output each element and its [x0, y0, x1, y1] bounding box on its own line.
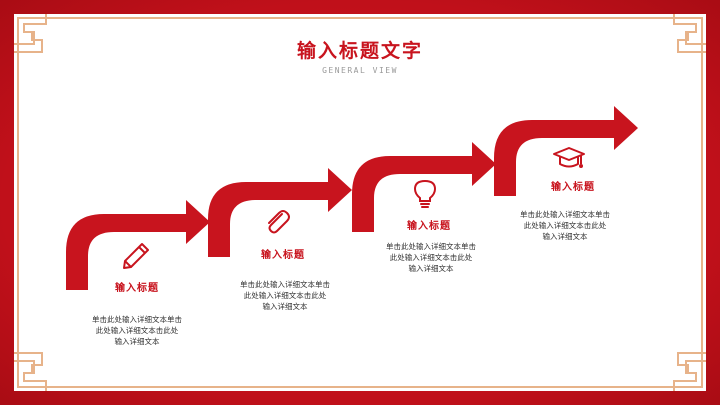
- pencil-icon: [123, 243, 149, 269]
- step-2-description: 单击此处输入详细文本单击 此处输入详细文本击此处 输入详细文本: [220, 279, 350, 312]
- corner-ornament-bottom-right: [673, 360, 706, 391]
- corner-ornament-bottom-left: [14, 360, 47, 391]
- step-2-desc-line-1: 单击此处输入详细文本单击: [240, 280, 330, 289]
- step-3-desc-line-3: 输入详细文本: [408, 264, 454, 273]
- step-1-title: 输入标题: [115, 283, 159, 294]
- step-arrow-2: [208, 168, 352, 257]
- step-3-title: 输入标题: [407, 221, 451, 232]
- step-arrow-3: [352, 142, 496, 232]
- step-1-description: 单击此处输入详细文本单击 此处输入详细文本击此处 输入详细文本: [72, 314, 202, 347]
- step-1-desc-line-1: 单击此处输入详细文本单击: [92, 315, 182, 324]
- step-arrow-1: [66, 200, 210, 290]
- step-4-desc-line-3: 输入详细文本: [542, 232, 588, 241]
- step-3-description: 单击此处输入详细文本单击 此处输入详细文本击此处 输入详细文本: [366, 241, 496, 274]
- step-2-desc-line-2: 此处输入详细文本击此处: [243, 291, 327, 300]
- paperclip-icon: [268, 210, 290, 234]
- step-3-desc-line-2: 此处输入详细文本击此处: [389, 253, 473, 262]
- step-arrow-4: [494, 106, 638, 196]
- step-2-desc-line-3: 输入详细文本: [262, 302, 308, 311]
- step-3-desc-line-1: 单击此处输入详细文本单击: [386, 242, 476, 251]
- step-4-desc-line-1: 单击此处输入详细文本单击: [520, 210, 610, 219]
- step-4-title: 输入标题: [551, 182, 595, 193]
- step-1-desc-line-3: 输入详细文本: [114, 337, 160, 346]
- page-title: 输入标题文字: [296, 40, 423, 62]
- corner-ornament-top-left: [14, 14, 47, 45]
- step-4-description: 单击此处输入详细文本单击 此处输入详细文本击此处 输入详细文本: [500, 209, 630, 242]
- page-subtitle: GENERAL VIEW: [322, 66, 398, 75]
- corner-ornament-top-right: [673, 14, 706, 45]
- step-4-desc-line-2: 此处输入详细文本击此处: [523, 221, 607, 230]
- step-2-title: 输入标题: [261, 250, 305, 261]
- step-1-desc-line-2: 此处输入详细文本击此处: [95, 326, 179, 335]
- lightbulb-icon: [413, 179, 437, 208]
- graduation-cap-icon: [553, 147, 585, 168]
